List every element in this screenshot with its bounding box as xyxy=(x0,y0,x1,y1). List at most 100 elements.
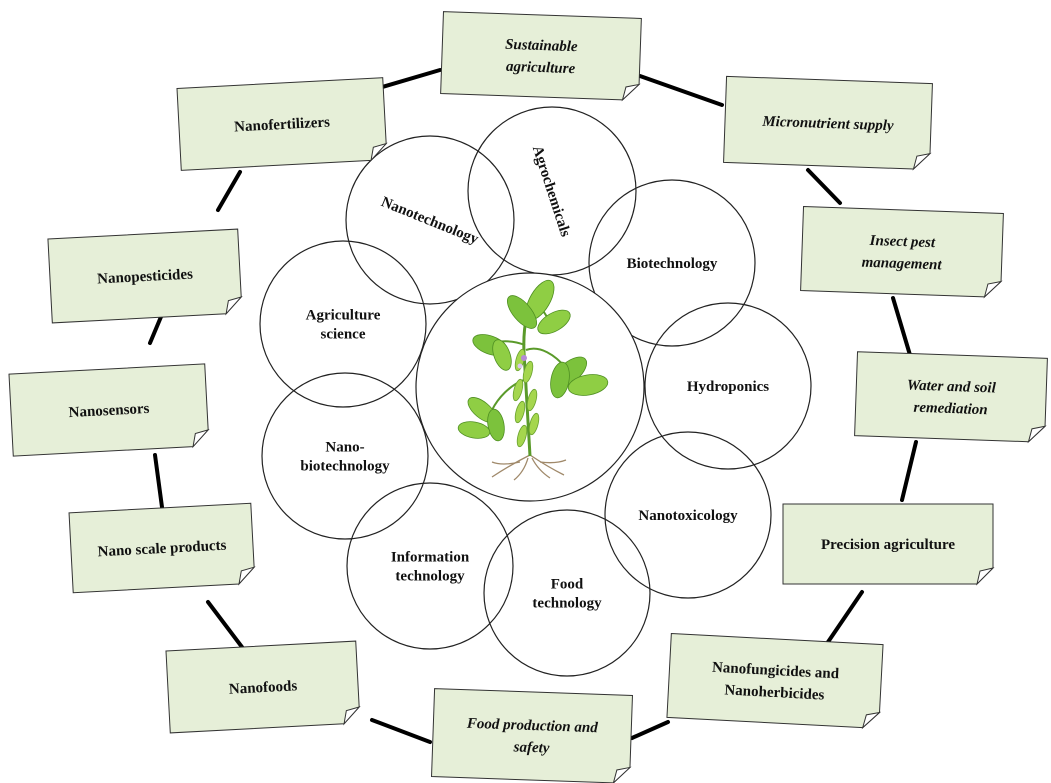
circle-agrochemicals: Agrochemicals xyxy=(467,106,637,276)
note-label: Nanofertilizers xyxy=(234,114,331,135)
circle-infotech: Information technology xyxy=(346,482,514,650)
circle-label-line: technology xyxy=(532,596,602,612)
circle-label-line: Agrochemicals xyxy=(529,144,574,239)
circle-outline xyxy=(261,372,429,540)
note-label-line: agriculture xyxy=(506,59,576,77)
circle-nanobiotech: Nano-biotechnology xyxy=(261,372,429,540)
note-label: Insect pestmanagement xyxy=(861,233,943,274)
circle-outline xyxy=(345,135,515,305)
circle-label-line: Biotechnology xyxy=(627,256,718,272)
circle-label: Information technology xyxy=(391,550,470,585)
circle-outline xyxy=(346,482,514,650)
note-fold xyxy=(621,83,641,102)
note-fold xyxy=(343,706,361,726)
circle-label-line: Hydroponics xyxy=(687,379,769,395)
note-label: Nanopesticides xyxy=(97,266,194,287)
note-label: Micronutrient supply xyxy=(761,114,894,135)
center-plant xyxy=(415,272,645,502)
circle-label: Nanotoxicology xyxy=(638,508,738,524)
note-box xyxy=(666,632,884,729)
circle-label-line: Food xyxy=(551,577,584,593)
circle-nanotechnology: Nanotechnology xyxy=(345,135,515,305)
note-nanosensors: Nanosensors xyxy=(8,363,210,457)
connector-line xyxy=(826,590,864,644)
note-nanofertilizers: Nanofertilizers xyxy=(176,77,388,171)
note-precision: Precision agriculture xyxy=(782,503,995,586)
circle-outline xyxy=(483,509,651,677)
circle-label-line: Nanotoxicology xyxy=(638,508,738,524)
note-label-line: management xyxy=(861,255,942,274)
note-fold xyxy=(912,152,932,171)
note-label-line: Nanopesticides xyxy=(97,266,194,287)
note-label: Nanofungicides andNanoherbicides xyxy=(710,660,840,705)
connector-line xyxy=(638,74,724,107)
circle-label-line: Nanotechnology xyxy=(379,194,481,248)
note-label: Sustainable agriculture xyxy=(504,37,578,78)
circle-label-line: technology xyxy=(395,569,465,585)
circle-label: Food technology xyxy=(532,577,602,612)
note-fold xyxy=(192,428,210,449)
note-nanopesticides: Nanopesticides xyxy=(47,228,243,324)
note-nanoscale: Nano scale products xyxy=(68,502,256,594)
note-label: Water and soil remediation xyxy=(906,377,997,418)
note-label-line: remediation xyxy=(913,400,988,419)
circle-label-line: Information xyxy=(391,550,470,566)
note-fold xyxy=(612,766,632,783)
note-label-line: Nanofungicides and xyxy=(712,660,840,683)
note-foodprod: Food production and safety xyxy=(431,688,633,783)
note-insect: Insect pestmanagement xyxy=(800,206,1004,299)
note-fold xyxy=(1027,425,1047,444)
note-label: Food production and safety xyxy=(465,716,599,759)
circle-outline xyxy=(604,431,772,599)
note-label-line: safety xyxy=(512,739,550,756)
note-label-line: Nanofoods xyxy=(229,678,298,698)
note-fold xyxy=(225,296,243,316)
circle-outline xyxy=(259,240,427,408)
connector-line xyxy=(900,440,918,502)
note-fungicides: Nanofungicides andNanoherbicides xyxy=(666,632,884,730)
note-sustainable: Sustainable agriculture xyxy=(440,11,642,102)
note-label-line: Nano scale products xyxy=(97,538,227,561)
circle-label: Hydroponics xyxy=(687,379,769,395)
circle-label-line: Agriculture xyxy=(306,308,381,324)
circle-label-line: Nano- xyxy=(325,440,364,456)
note-label-line: Food production and xyxy=(466,716,599,737)
circle-biotechnology: Biotechnology xyxy=(588,179,756,347)
circle-label-line: biotechnology xyxy=(300,459,390,475)
note-label-line: Water and soil xyxy=(907,377,997,396)
note-fold xyxy=(370,142,388,163)
soybean-plant-icon xyxy=(457,279,609,481)
note-water: Water and soil remediation xyxy=(854,351,1048,444)
note-label-line: Precision agriculture xyxy=(821,537,955,553)
circle-outline xyxy=(644,302,812,470)
note-label-line: Nanosensors xyxy=(68,401,150,421)
note-fold xyxy=(983,280,1003,299)
note-label: Nano scale products xyxy=(97,538,227,561)
note-label-line: Nanofertilizers xyxy=(234,114,331,135)
circle-agriscience: Agriculture science xyxy=(259,240,427,408)
circle-label: Biotechnology xyxy=(627,256,718,272)
circle-label: Agrochemicals xyxy=(529,144,574,239)
circle-label: Nano-biotechnology xyxy=(300,440,390,475)
note-nanofoods: Nanofoods xyxy=(165,640,361,734)
note-fold xyxy=(238,566,256,586)
note-box xyxy=(854,351,1048,443)
circle-outline xyxy=(588,179,756,347)
note-box xyxy=(800,206,1004,298)
connector-line xyxy=(806,168,842,205)
circle-nanotoxicology: Nanotoxicology xyxy=(604,431,772,599)
note-box xyxy=(440,11,642,101)
note-label-line: Micronutrient supply xyxy=(761,114,894,135)
note-fold xyxy=(861,711,882,730)
connector-line xyxy=(206,600,250,657)
note-label-line: Sustainable xyxy=(505,37,578,56)
circle-label-line: science xyxy=(321,327,366,343)
circle-hydroponics: Hydroponics xyxy=(644,302,812,470)
circle-label: Nanotechnology xyxy=(379,194,481,248)
note-micronutrient: Micronutrient supply xyxy=(723,75,933,171)
note-box xyxy=(431,688,633,783)
connector-line xyxy=(891,296,912,357)
connector-line xyxy=(370,718,432,744)
connector-line xyxy=(216,170,242,212)
